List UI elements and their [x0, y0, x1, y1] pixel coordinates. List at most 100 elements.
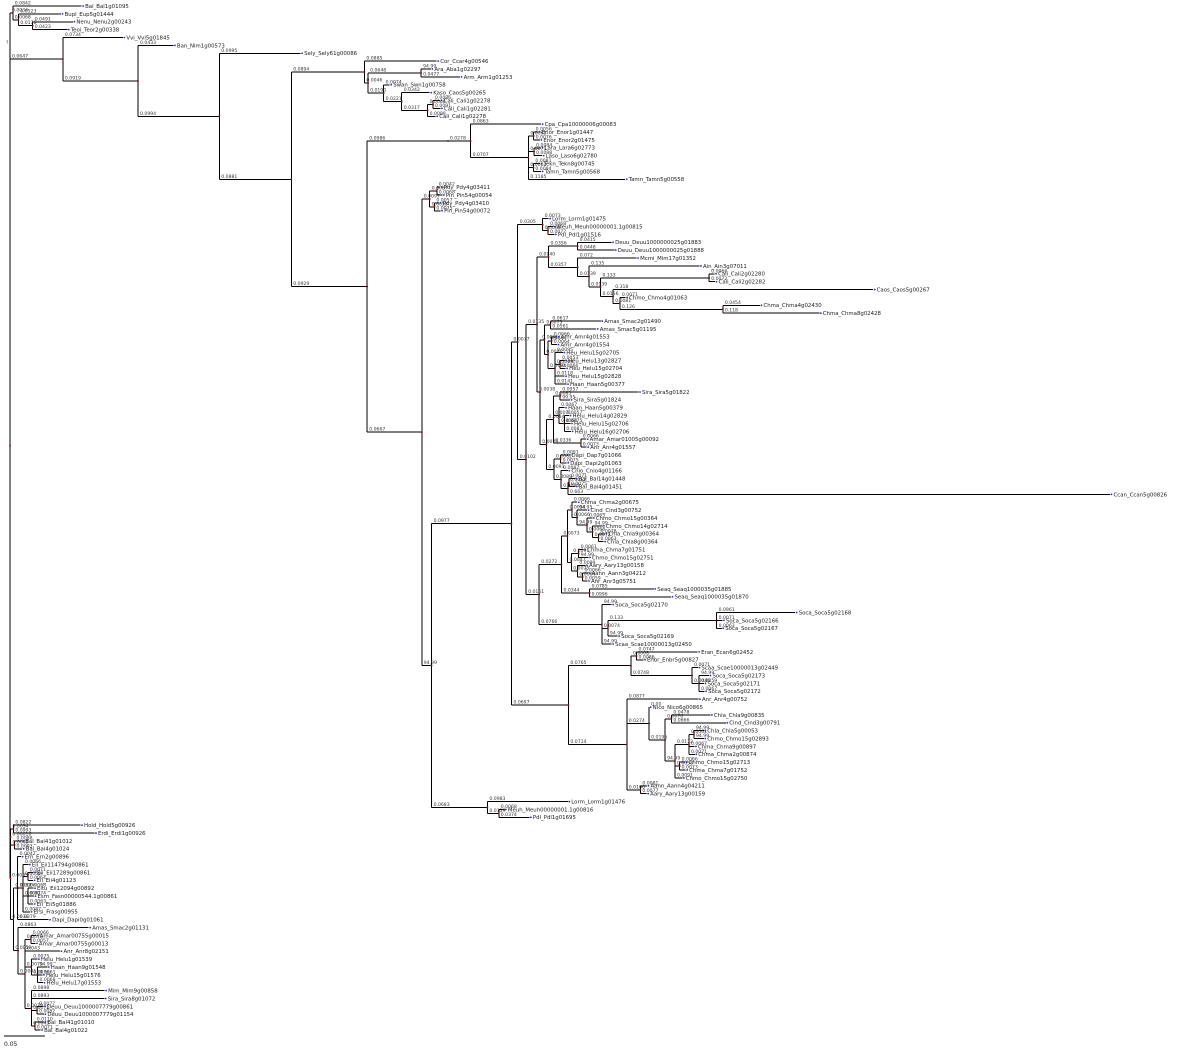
node-marker	[576, 516, 579, 519]
tip-label: Chmo_Chmo15g02713	[689, 760, 751, 766]
node-marker	[693, 733, 695, 736]
branch-length-label: 0.0765	[570, 660, 586, 666]
branch-length-label: 0.0977	[434, 518, 450, 524]
branch-length-label: 0.0747	[639, 646, 655, 652]
tip-label: Pdy_Pdy4g03411	[444, 185, 490, 191]
tip-label: Deuu_Deuu1000000025g01883	[615, 240, 701, 246]
branch-length-label: 0.0082	[556, 453, 572, 459]
node-marker	[635, 655, 638, 657]
branch-length-label: 0.0374	[501, 812, 517, 818]
tip-dot	[587, 509, 590, 512]
branch-length-label: 0.0075	[563, 457, 579, 463]
tip-dot	[1110, 493, 1113, 496]
tip-dot	[612, 241, 614, 244]
branch-length-label: 0.0697	[513, 700, 529, 706]
branch-length-label: 0.0047	[569, 557, 585, 563]
node-marker	[576, 570, 579, 572]
branch-length-label: 0.0064	[557, 359, 573, 365]
tip-label: Ain_Ain3g07011	[703, 264, 747, 270]
tip-dot	[682, 777, 685, 779]
node-marker	[550, 339, 553, 342]
branch-length-label: 0.0071	[530, 146, 546, 152]
branch-length-label: 0.0067	[691, 741, 707, 747]
tip-label: Amas_Smac2g01490	[604, 319, 661, 325]
node-marker	[9, 877, 12, 880]
tip-dot	[592, 517, 595, 519]
node-marker	[579, 442, 582, 444]
tip-dot	[30, 910, 33, 913]
branch-length-label: 0.0059	[25, 871, 41, 877]
tip-label: Bal_Bal41g01012	[25, 839, 72, 845]
branch-length-label: 0.663	[570, 489, 583, 495]
branch-length-label: 0.0336	[555, 438, 571, 444]
tip-label: Chma_Chma7g01752	[689, 768, 747, 774]
branch-length-label: 0.0075	[436, 205, 452, 211]
tip-dot	[549, 217, 552, 220]
tip-label: Cali_Cali2g02282	[719, 280, 766, 286]
tip-dot	[647, 792, 650, 795]
branch-length-label: 0.0081	[20, 968, 36, 974]
tip-dot	[60, 950, 63, 953]
tip-label: Esrn_Fasn00000544.1g00861	[38, 894, 118, 900]
tip-label: Soca_Soca5g02170	[615, 603, 668, 609]
branch-length-label: 0.0058	[432, 201, 448, 207]
tip-dot	[105, 989, 108, 992]
tip-label: Nico_Nico6g00865	[653, 705, 703, 711]
branch-length-label: 0.0085	[555, 390, 571, 396]
tip-dot	[698, 651, 700, 653]
tip-dot	[819, 312, 822, 315]
tip-dot	[554, 225, 557, 228]
branch-length-label: 0.0523	[20, 8, 36, 14]
branch-length-label: 0.0135	[528, 319, 544, 325]
tip-label: Cind_Cind3g00752	[591, 508, 642, 514]
branch-length-label: 0.0086	[435, 95, 451, 101]
tip-dot	[715, 280, 718, 283]
branch-length-label: 0.0066	[682, 757, 698, 763]
tip-dot	[174, 44, 176, 47]
branch-length-label: 94.99	[579, 519, 592, 525]
branch-length-label: 0.0062	[530, 162, 546, 168]
node-marker	[539, 391, 542, 393]
tip-label: Bal_Bal14g01448	[578, 477, 626, 483]
tip-dot	[795, 611, 798, 614]
tip-label: Deuu_Deuu1000007779g01154	[47, 1012, 134, 1018]
branch-length-label: 0.0647	[12, 54, 28, 60]
branch-length-label: 0.0423	[35, 24, 51, 30]
branch-length-label: 0.00016	[12, 832, 31, 838]
tip-dot	[22, 840, 25, 842]
node-marker	[430, 664, 433, 667]
tip-dot	[538, 131, 541, 133]
tree-branches	[9, 5, 1110, 1031]
branch-length-label: 0.0881	[221, 174, 237, 180]
tip-dot	[61, 12, 64, 15]
branch-length-label: 0.0079	[27, 961, 43, 967]
node-marker	[426, 109, 429, 112]
branch-length-label: 0.0077	[642, 788, 658, 794]
branch-length-label: 0.0064	[561, 418, 577, 424]
tip-dot	[565, 359, 567, 362]
branch-length-label: 0.0073	[563, 531, 579, 537]
branch-length-label: 0.0097	[424, 193, 440, 199]
tip-label: Ccan_Ccan5g00826	[1114, 492, 1168, 498]
node-marker	[577, 552, 580, 555]
branch-length-label: 0.0084	[550, 363, 566, 369]
tip-dot	[442, 194, 445, 196]
tip-label: Deuu_Deuu1000007779g00861	[47, 1004, 133, 1010]
branch-length-label: 0.0863	[473, 119, 489, 125]
tip-label: Chmo_Chmo15g02751	[592, 555, 654, 561]
scale-bar-label: 0.05	[4, 1041, 18, 1048]
tip-label: Dapi_Dapi2g01063	[570, 461, 621, 467]
node-marker	[648, 722, 650, 725]
branch-length-label: 0.0046	[366, 78, 382, 84]
tip-dot	[601, 320, 604, 322]
tip-dot	[37, 958, 40, 961]
branch-length-label: 0.0088	[17, 835, 33, 841]
node-marker	[559, 458, 562, 460]
tip-dot	[603, 524, 605, 527]
tip-dot	[695, 753, 698, 756]
tip-label: Seaq_Seaq1000035g01870	[675, 595, 750, 601]
branch-length-label: 0.0098	[536, 150, 552, 156]
node-marker	[560, 563, 563, 566]
branch-length-label: 0.0076	[33, 969, 49, 975]
tip-dot	[604, 540, 607, 543]
